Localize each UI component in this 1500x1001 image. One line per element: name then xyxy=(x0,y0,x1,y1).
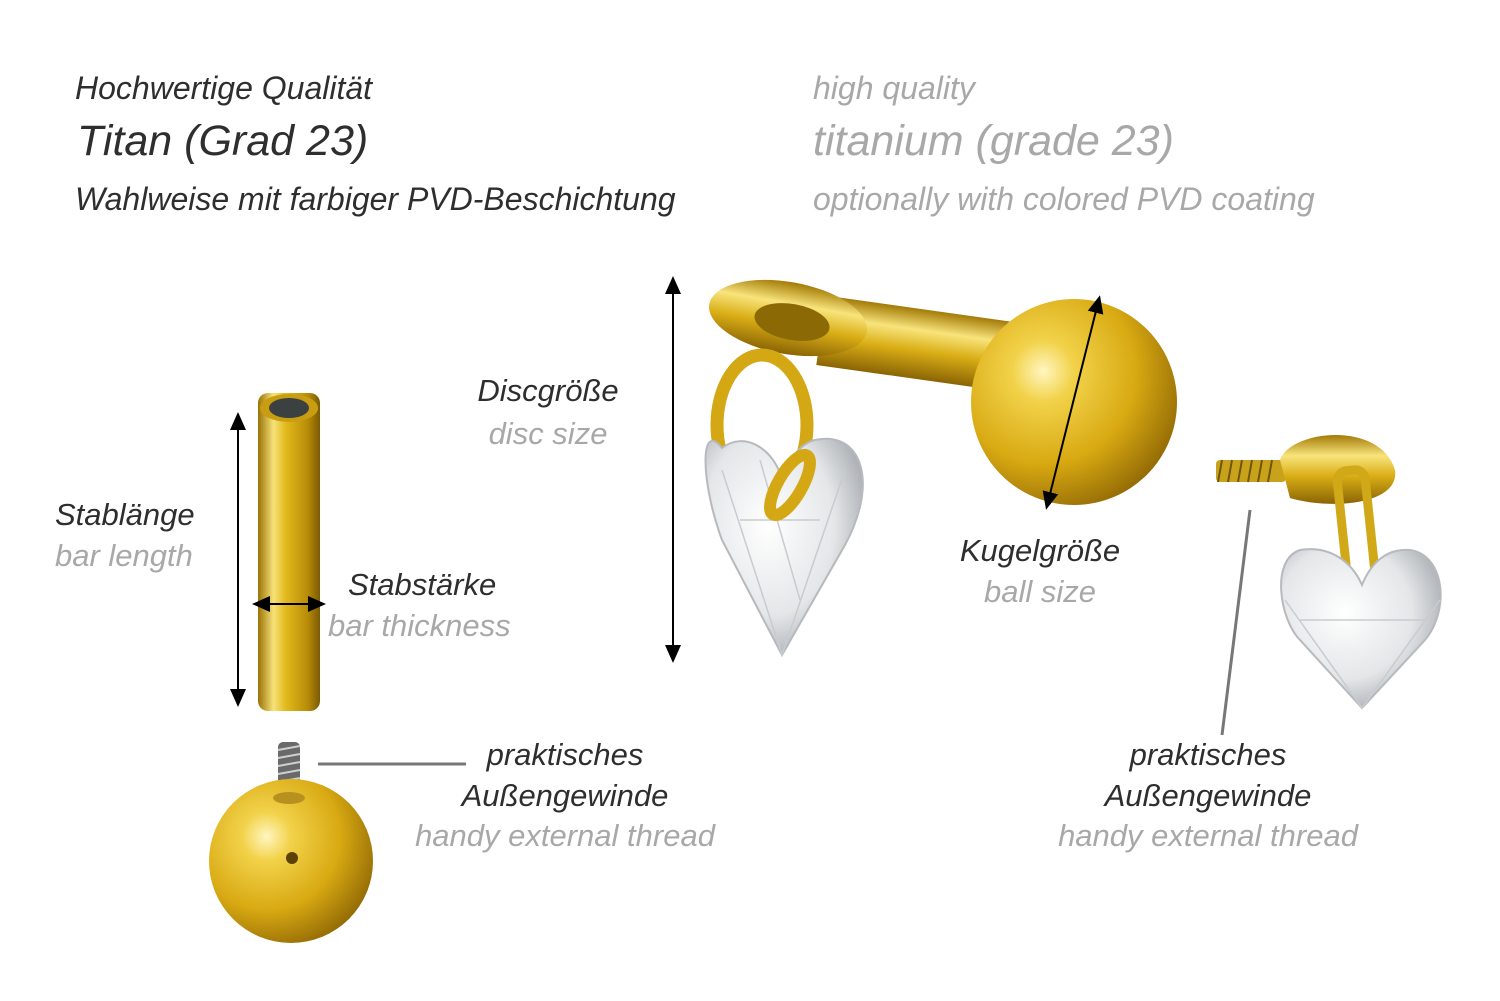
disc-top-with-charm xyxy=(1216,435,1442,710)
thread-right-label-de1: praktisches xyxy=(1129,737,1287,772)
disc-size-label-de: Discgröße xyxy=(477,373,619,408)
thread-left-label-de1: praktisches xyxy=(486,737,644,772)
ball-size-arrow xyxy=(1042,295,1104,510)
header-de-quality: Hochwertige Qualität xyxy=(75,70,373,106)
bar-thickness-label-de: Stabstärke xyxy=(348,567,497,602)
thread-left-label-de2: Außengewinde xyxy=(461,778,669,813)
bar-length-label-de: Stablänge xyxy=(55,497,195,532)
header-en-material: titanium (grade 23) xyxy=(813,117,1174,165)
thread-right-label-de2: Außengewinde xyxy=(1104,778,1312,813)
bar-thickness-label-en: bar thickness xyxy=(328,608,511,643)
thread-left-label-en: handy external thread xyxy=(415,818,715,853)
bar-part xyxy=(258,393,320,711)
header-en-coating: optionally with colored PVD coating xyxy=(813,181,1315,217)
threaded-ball-part xyxy=(209,742,373,943)
assembled-piercing xyxy=(704,279,1177,658)
disc-size-label-en: disc size xyxy=(488,416,608,451)
ball-size-label-en: ball size xyxy=(984,574,1096,609)
bar-length-label-en: bar length xyxy=(55,538,193,573)
ball-size-label-de: Kugelgröße xyxy=(959,533,1121,568)
header-de-coating: Wahlweise mit farbiger PVD-Beschichtung xyxy=(75,181,676,217)
thread-pointer-right xyxy=(1220,509,1252,736)
header-en-quality: high quality xyxy=(813,70,975,106)
thread-right-label-en: handy external thread xyxy=(1058,818,1358,853)
header-de-material: Titan (Grad 23) xyxy=(77,117,369,165)
